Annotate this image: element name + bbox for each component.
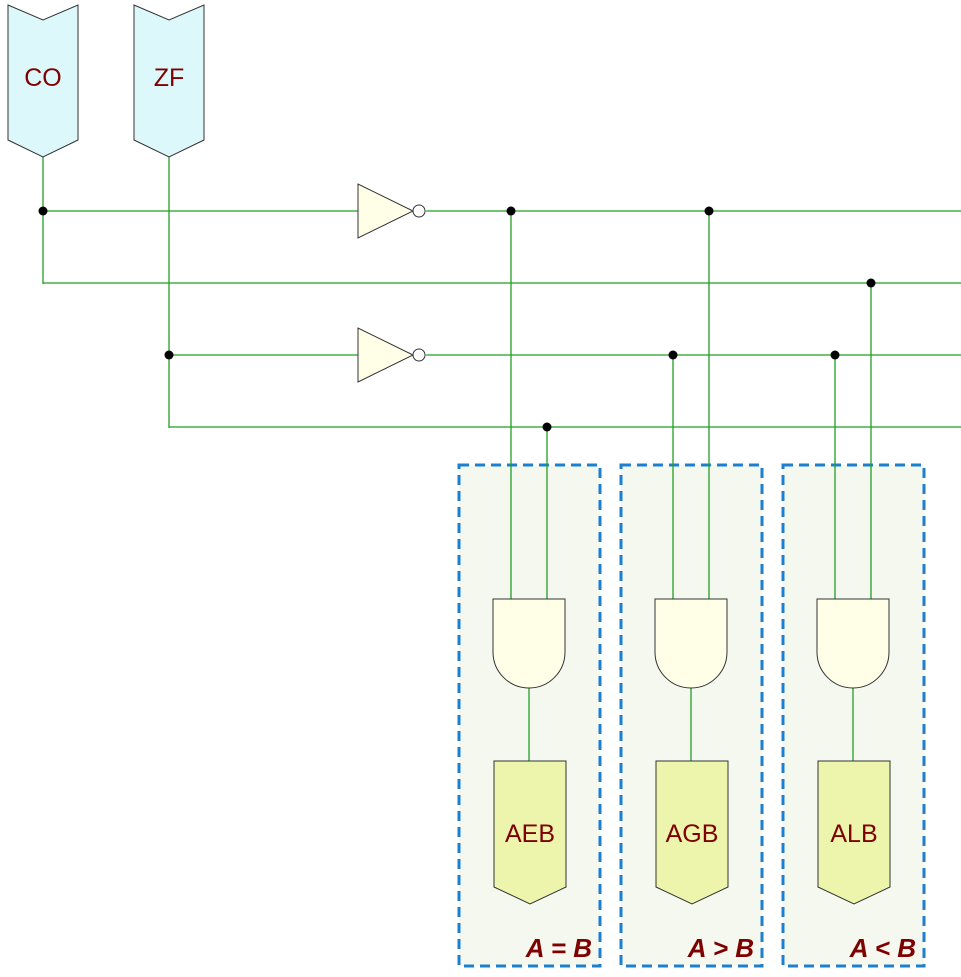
junction-dot xyxy=(164,350,174,360)
input-pin-co[interactable]: CO xyxy=(7,4,79,158)
junction-dot xyxy=(506,206,516,216)
output-pin-alb-label: ALB xyxy=(830,820,877,848)
group-label-greater: A > B xyxy=(687,933,754,963)
inverter-bubble xyxy=(412,348,426,362)
output-pin-aeb[interactable]: AEB xyxy=(493,760,567,905)
input-pin-zf[interactable]: ZF xyxy=(133,4,205,158)
wires xyxy=(42,157,961,761)
input-pin-zf-label: ZF xyxy=(154,64,185,92)
junction-dot xyxy=(830,350,840,360)
inverter-bubble xyxy=(412,204,426,218)
junctions xyxy=(38,206,876,432)
not-gate-zf[interactable] xyxy=(331,327,426,383)
and-gate-aeb[interactable] xyxy=(492,598,566,689)
and-gate-agb[interactable] xyxy=(654,598,728,689)
junction-dot xyxy=(866,278,876,288)
output-pin-agb[interactable]: AGB xyxy=(655,760,729,905)
output-pin-alb[interactable]: ALB xyxy=(817,760,891,905)
junction-dot xyxy=(38,206,48,216)
group-label-less: A < B xyxy=(849,933,916,963)
junction-dot xyxy=(542,422,552,432)
junction-dot xyxy=(704,206,714,216)
not-gate-co[interactable] xyxy=(331,183,426,239)
group-label-equal: A = B xyxy=(525,933,592,963)
output-pin-aeb-label: AEB xyxy=(505,820,555,848)
input-pin-co-label: CO xyxy=(24,64,62,92)
junction-dot xyxy=(668,350,678,360)
and-gate-alb[interactable] xyxy=(816,598,890,689)
output-pin-agb-label: AGB xyxy=(666,820,719,848)
